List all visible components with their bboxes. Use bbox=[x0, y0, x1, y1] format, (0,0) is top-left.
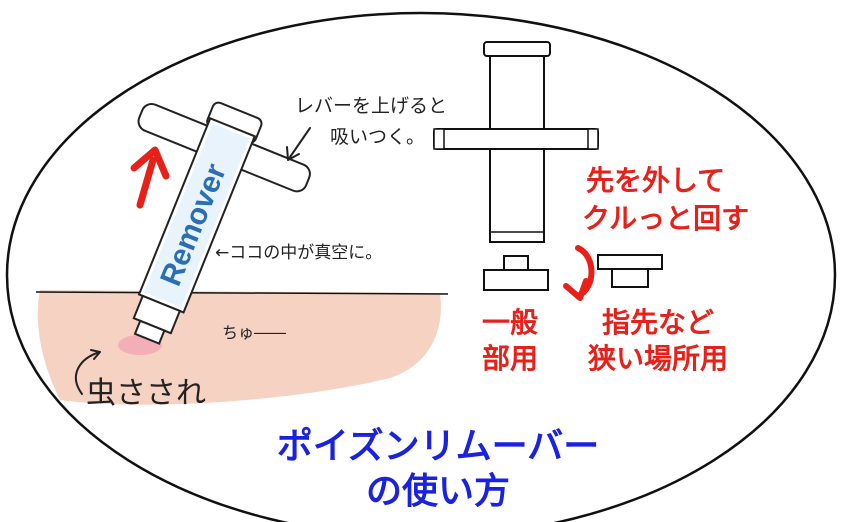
general-tip-part bbox=[483, 255, 549, 291]
red-up-arrow bbox=[130, 146, 170, 209]
lever-pointer-arrow bbox=[286, 127, 311, 161]
device-handle bbox=[433, 128, 599, 150]
lever-note-line2: 吸いつく。 bbox=[330, 126, 425, 148]
narrow-use-line2: 狭い場所用 bbox=[587, 342, 728, 375]
bite-label: 虫さされ bbox=[86, 376, 206, 411]
device-top-cap bbox=[483, 41, 551, 57]
title-line1: ポイズンリムーバー bbox=[277, 425, 600, 467]
bite-pointer-arrow bbox=[75, 349, 101, 395]
general-use-line1: 一般 bbox=[482, 306, 538, 339]
lever-note-line1: レバーを上げると bbox=[295, 95, 447, 117]
suction-sound: ちゅ―― bbox=[222, 323, 286, 342]
narrow-use-line1: 指先など bbox=[602, 306, 714, 339]
title-line2: の使い方 bbox=[366, 471, 510, 512]
vacuum-note: ←ココの中が真空に。 bbox=[215, 243, 382, 263]
general-use-line2: 部用 bbox=[482, 342, 538, 375]
syringe-illustration: Remover bbox=[132, 101, 311, 345]
rotate-arrow-icon bbox=[563, 245, 595, 301]
tip-instruction-line2: クルっと回す bbox=[582, 202, 749, 235]
tip-instruction-line1: 先を外して bbox=[586, 164, 725, 197]
narrow-tip-part bbox=[597, 254, 663, 288]
device-diagram bbox=[433, 41, 663, 301]
